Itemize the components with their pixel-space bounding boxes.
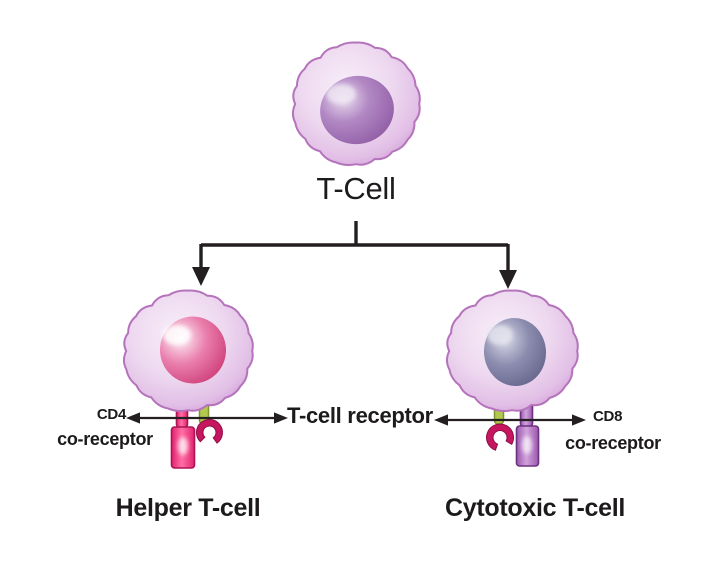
helper-label-arrow [126, 412, 288, 424]
cd8-label: CD8 [593, 408, 623, 425]
helper-t-cell-label: Helper T-cell [115, 494, 261, 522]
tcr-crescent-right [486, 423, 514, 451]
cytotoxic-nucleus-highlight [487, 325, 513, 345]
branch-connector [192, 221, 517, 289]
tcr-arrowhead-right [434, 414, 448, 426]
cytotoxic-t-cell-label: Cytotoxic T-cell [445, 494, 625, 522]
helper-nucleus-highlight [163, 325, 191, 345]
cd4-arrowhead [126, 412, 140, 424]
branch-lines [199, 221, 510, 272]
tcr-arrowhead-left [274, 412, 288, 424]
parent-t-cell-illustration [291, 41, 421, 166]
branch-arrowhead-left [192, 267, 210, 286]
cd4-coreceptor-label: co-receptor [57, 429, 153, 449]
cd4-label: CD4 [96, 406, 126, 423]
cd8-coreceptor-label: co-receptor [565, 433, 661, 453]
cd8-arrowhead [572, 414, 586, 426]
t-cell-receptor-label: T-cell receptor [287, 403, 433, 428]
parent-nucleus-highlight [326, 84, 356, 104]
cd8-highlight [522, 436, 532, 454]
cd4-highlight [178, 437, 188, 455]
tcr-crescent-left [196, 419, 223, 444]
helper-t-cell-illustration [122, 289, 254, 469]
branch-arrowhead-right [499, 270, 517, 289]
cytotoxic-t-cell-illustration [445, 289, 579, 467]
cytotoxic-label-arrow [434, 414, 586, 426]
parent-cell-label: T-Cell [316, 171, 396, 206]
